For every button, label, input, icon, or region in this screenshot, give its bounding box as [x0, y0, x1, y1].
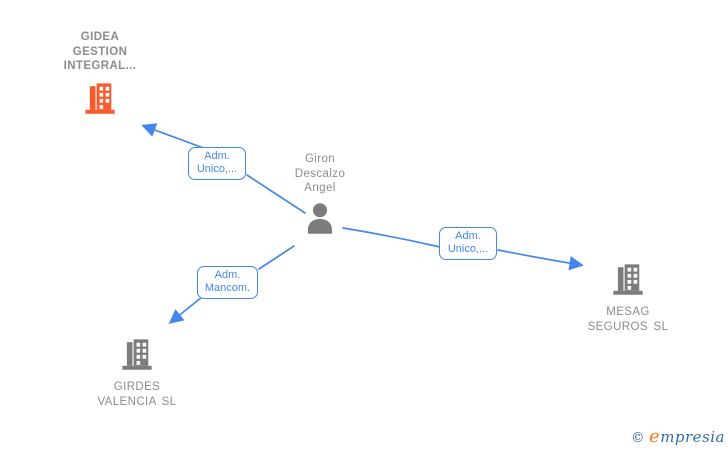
edge-person-mesag-inner — [342, 227, 441, 248]
empresia-logo-e: e — [649, 426, 661, 447]
edge-label-adm-unico-mesag[interactable]: Adm. Unico,... — [439, 227, 497, 260]
edge-person-gidea-outer — [141, 123, 210, 151]
person-node-giron-descalzo-angel[interactable]: Giron Descalzo Angel — [260, 152, 380, 240]
company-name: MESAG SEGUROS SL — [587, 306, 669, 333]
company-node-girdes[interactable]: GIRDES VALENCIA SL — [67, 330, 207, 409]
edge-label-adm-unico-gidea[interactable]: Adm. Unico,... — [188, 147, 246, 180]
edge-person-girdes-outer — [168, 296, 203, 324]
edge-person-girdes-inner — [258, 245, 295, 270]
person-icon — [308, 202, 332, 234]
building-icon — [613, 264, 643, 295]
company-name: GIRDES VALENCIA SL — [97, 381, 177, 408]
company-name: GIDEA GESTION INTEGRAL... — [63, 31, 137, 72]
building-icon — [122, 339, 152, 370]
edge-person-mesag-outer — [497, 249, 584, 271]
company-node-gidea[interactable]: GIDEA GESTION INTEGRAL... — [30, 30, 170, 116]
empresia-logo-text: mpresia — [660, 428, 725, 446]
company-node-mesag[interactable]: MESAG SEGUROS SL — [558, 255, 698, 334]
empresia-watermark: ©empresia — [631, 426, 725, 447]
building-icon — [85, 82, 115, 114]
edge-label-adm-mancom-girdes[interactable]: Adm. Mancom. — [197, 266, 258, 299]
copyright-symbol: © — [631, 430, 646, 446]
person-name: Giron Descalzo Angel — [294, 153, 346, 194]
edge-person-gidea-inner — [246, 174, 306, 214]
